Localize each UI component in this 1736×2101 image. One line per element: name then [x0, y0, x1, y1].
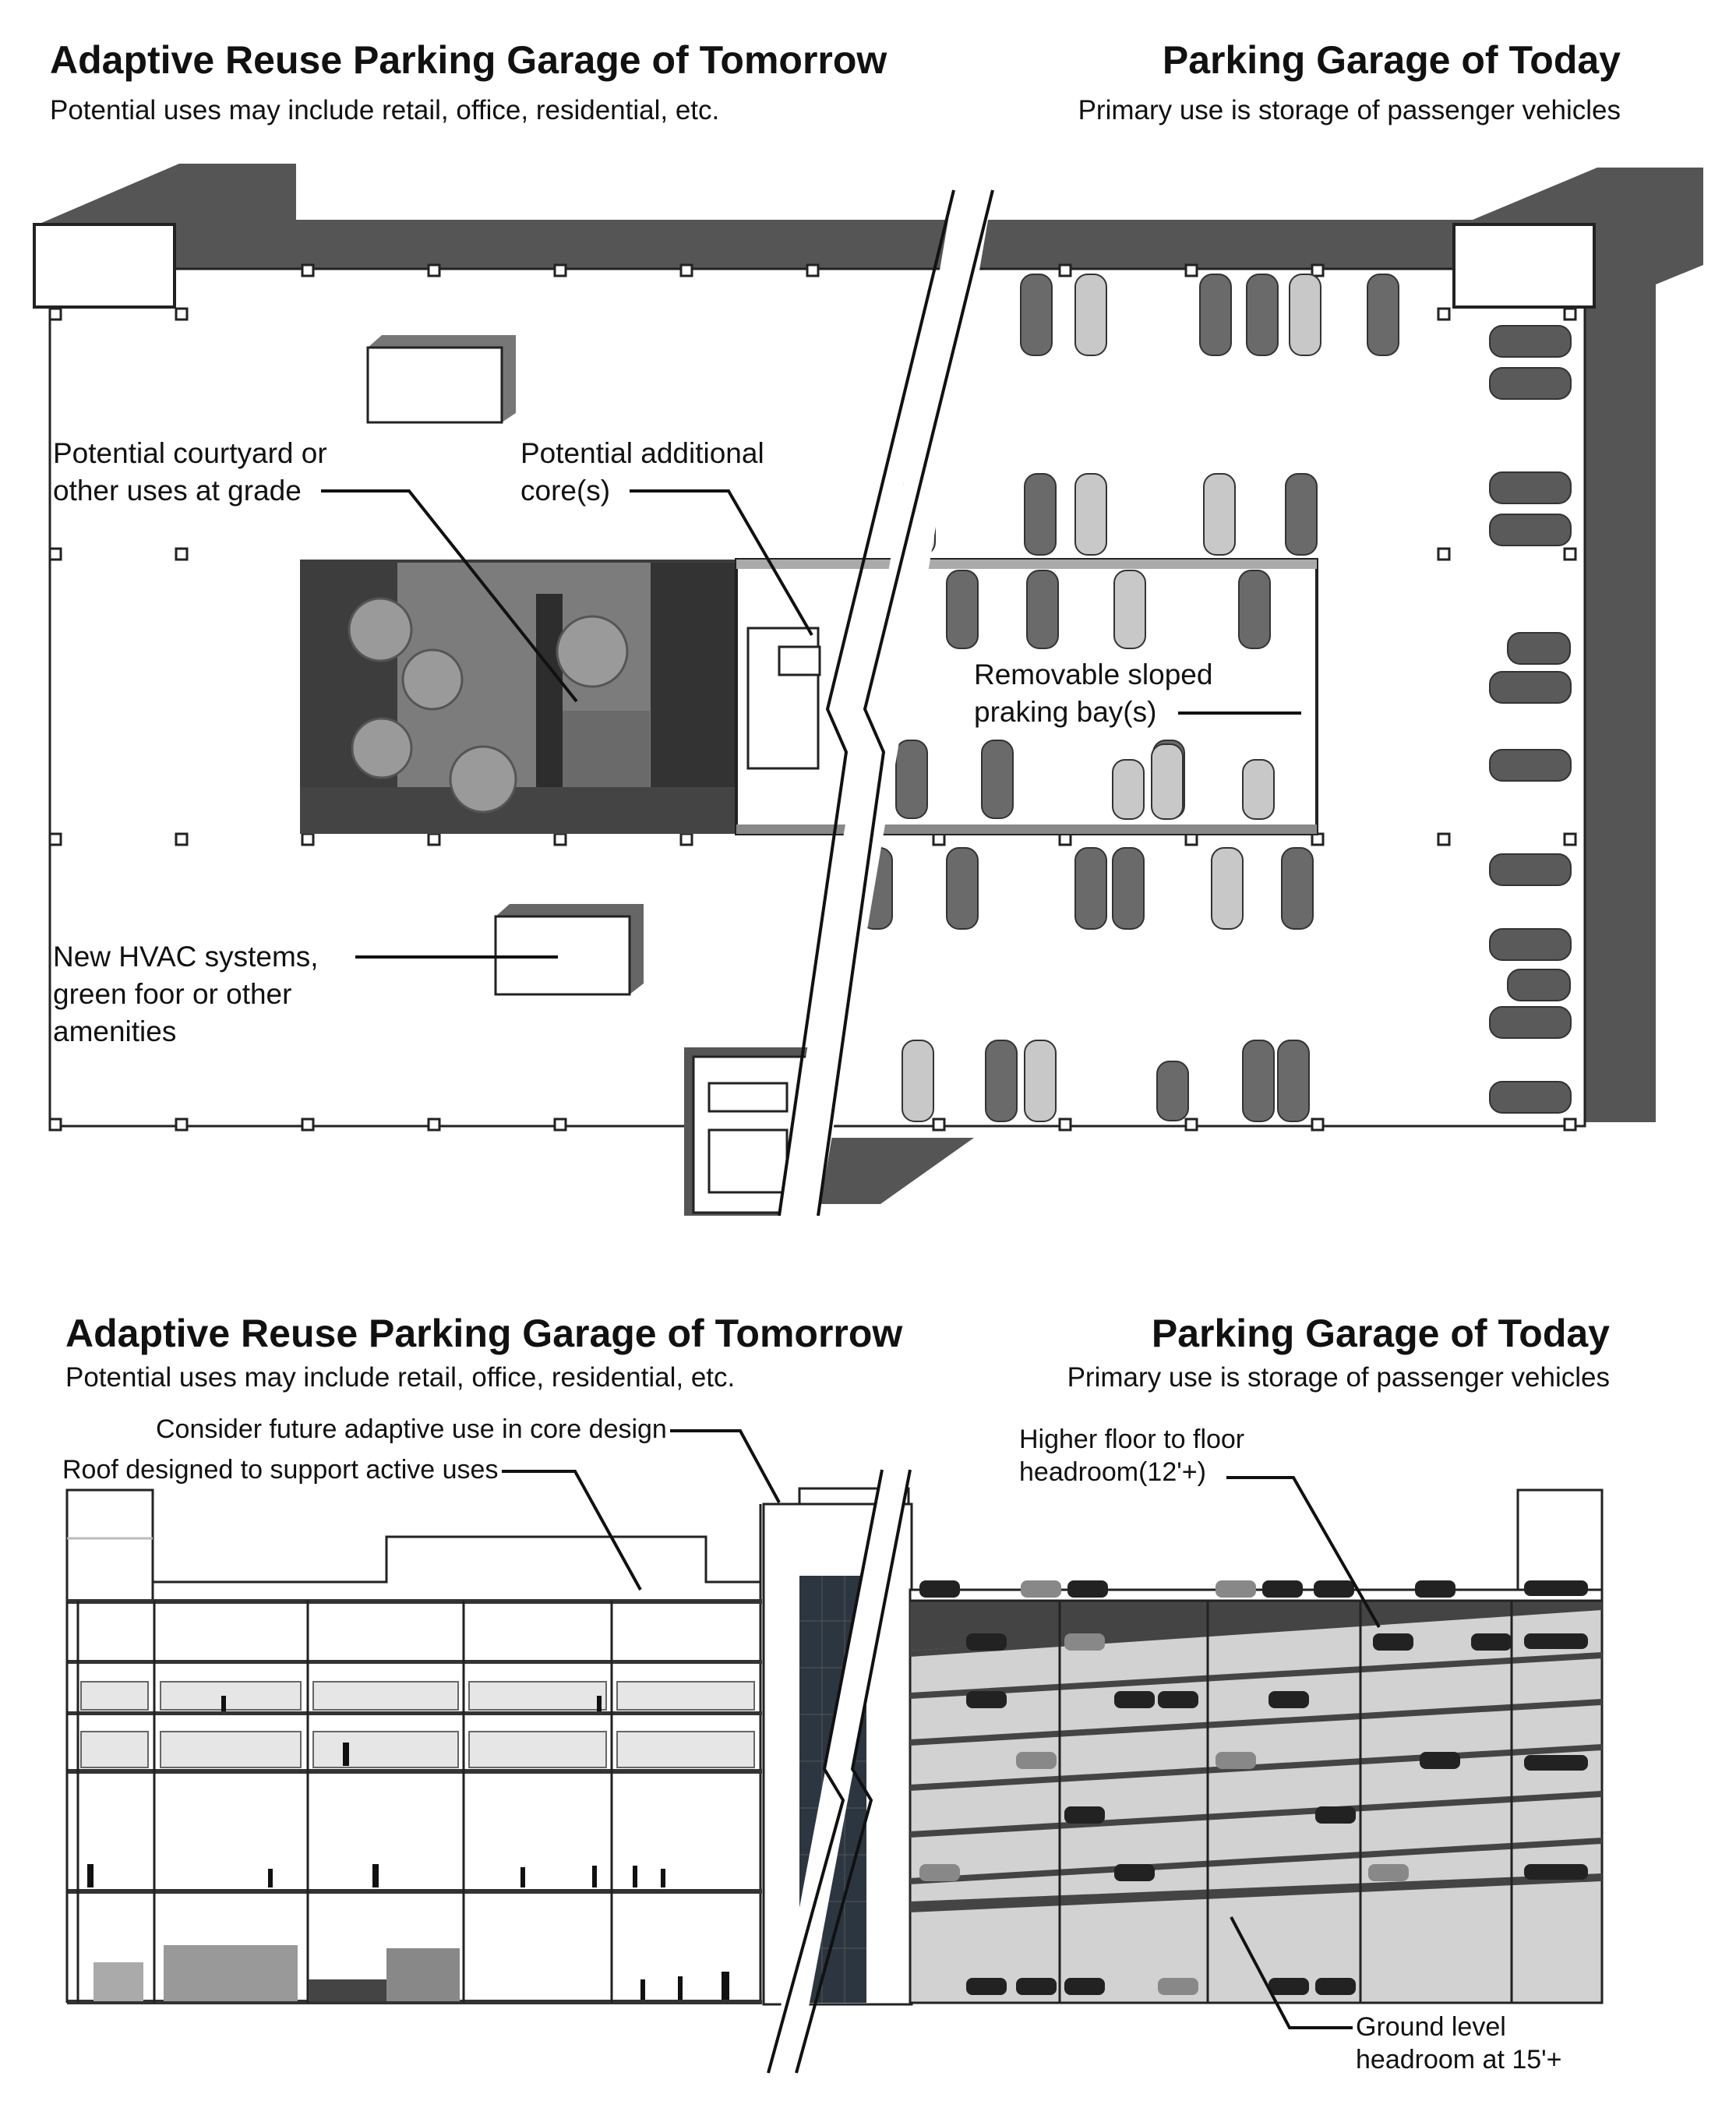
annotation-roof: Roof designed to support active uses — [62, 1455, 499, 1485]
plan-right-title: Parking Garage of Today — [1162, 38, 1621, 82]
right-corner-core — [1452, 223, 1596, 309]
elevation-break-line — [767, 1469, 912, 2074]
adaptive-office-rooms — [80, 1681, 755, 1768]
annotation-headroom-line1: Higher floor to floor — [1019, 1425, 1245, 1454]
garage-today-cars — [919, 1580, 1588, 1995]
central-core — [762, 1487, 913, 2006]
annotation-headroom-line2: headroom(12'+) — [1019, 1457, 1206, 1487]
plan-right-subtitle: Primary use is storage of passenger vehi… — [1078, 95, 1621, 125]
elevation-right-subtitle: Primary use is storage of passenger vehi… — [1067, 1362, 1610, 1393]
annotation-headroom: Higher floor to floor headroom(12'+) — [1019, 1423, 1244, 1488]
rooftop-box-upper — [366, 346, 503, 424]
annotation-hvac-line3: amenities — [53, 1015, 177, 1047]
annotation-courtyard-line1: Potential courtyard or — [53, 437, 327, 469]
plan-left-title: Adaptive Reuse Parking Garage of Tomorro… — [50, 38, 887, 82]
annotation-bays-line2: praking bay(s) — [974, 696, 1157, 728]
courtyard-area — [300, 560, 736, 834]
annotation-hvac-line1: New HVAC systems, — [53, 941, 319, 973]
elevation-left-title: Adaptive Reuse Parking Garage of Tomorro… — [65, 1312, 903, 1355]
elevation-leader-lines — [502, 1429, 1381, 2029]
plan-left-subtitle: Potential uses may include retail, offic… — [50, 95, 720, 125]
adaptive-floor-slabs — [67, 1599, 762, 2004]
annotation-courtyard-line2: other uses at grade — [53, 475, 302, 507]
annotation-core-design: Consider future adaptive use in core des… — [156, 1414, 667, 1444]
hvac-box — [494, 915, 631, 996]
garage-today-columns — [1058, 1601, 1513, 2003]
annotation-ground-line2: headroom at 15'+ — [1356, 2045, 1562, 2075]
elevation-left-subtitle: Potential uses may include retail, offic… — [65, 1362, 736, 1393]
annotation-ground-line1: Ground level — [1356, 2012, 1506, 2042]
garage-today — [909, 1488, 1604, 2004]
elevation-right-title: Parking Garage of Today — [1151, 1312, 1610, 1355]
garage-today-ramps — [910, 1601, 1602, 1912]
annotation-core-line2: core(s) — [520, 475, 611, 507]
left-corner-core — [33, 223, 176, 309]
adaptive-building — [65, 1488, 762, 2003]
courtyard-trees — [348, 597, 629, 814]
annotation-bays-line1: Removable sloped — [974, 659, 1213, 690]
annotation-hvac-line2: green foor or other — [53, 978, 292, 1010]
plan-view-drawing — [33, 164, 1703, 1216]
annotation-core-line1: Potential additional — [520, 437, 764, 469]
annotation-ground-headroom: Ground level headroom at 15'+ — [1356, 2011, 1562, 2076]
structural-columns — [48, 263, 1577, 1132]
annotation-courtyard: Potential courtyard or other uses at gra… — [53, 435, 327, 510]
adaptive-ground-retail — [94, 1945, 460, 2001]
annotation-additional-core: Potential additional core(s) — [520, 435, 764, 510]
plan-leader-lines — [321, 489, 1301, 959]
annotation-hvac: New HVAC systems, green foor or other am… — [53, 938, 319, 1050]
plan-break-line — [778, 189, 994, 1216]
people-silhouettes — [87, 1696, 729, 2000]
adaptive-columns — [65, 1601, 613, 2003]
annotation-sloped-bays: Removable sloped praking bay(s) — [974, 656, 1212, 731]
